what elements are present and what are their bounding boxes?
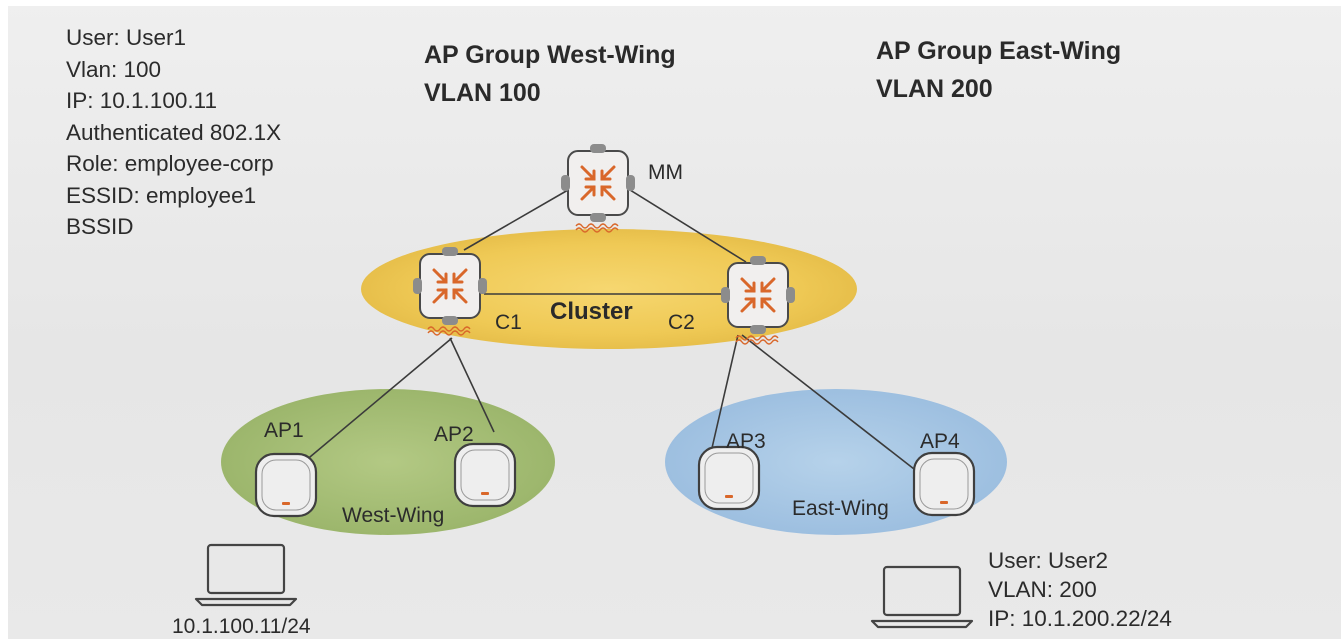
user1-essid: ESSID: employee1 <box>66 182 257 208</box>
cluster-label: Cluster <box>550 298 633 325</box>
ap2-label: AP2 <box>434 423 474 446</box>
c2-label: C2 <box>668 311 695 334</box>
ap3-label: AP3 <box>726 430 766 453</box>
ap1-icon <box>254 452 318 518</box>
mm-controller-icon <box>559 142 637 234</box>
laptop1-ip: 10.1.100.11/24 <box>172 615 311 638</box>
user1-vlan: Vlan: 100 <box>66 56 162 82</box>
west-group-vlan: VLAN 100 <box>424 79 541 107</box>
west-wing-label: West-Wing <box>342 504 445 527</box>
user1-role: Role: employee-corp <box>66 151 274 176</box>
user1-auth: Authenticated 802.1X <box>66 119 282 145</box>
network-links <box>297 189 915 470</box>
east-wing-label: East-Wing <box>792 497 889 520</box>
ap4-icon <box>912 451 976 517</box>
user1-info: User: User1 Vlan: 100 IP: 10.1.100.11 Au… <box>66 22 281 243</box>
ap2-icon <box>453 442 517 508</box>
ap4-label: AP4 <box>920 430 960 453</box>
user2-user: User: User2 <box>988 548 1109 573</box>
west-group-heading: AP Group West-Wing VLAN 100 <box>424 36 676 112</box>
east-group-title: AP Group East-Wing <box>876 37 1122 65</box>
east-group-heading: AP Group East-Wing VLAN 200 <box>876 32 1121 108</box>
c1-label: C1 <box>495 311 522 334</box>
east-group-vlan: VLAN 200 <box>876 75 993 103</box>
mm-label: MM <box>648 161 683 184</box>
user1-ip: IP: 10.1.100.11 <box>66 88 217 113</box>
laptop2-icon <box>870 565 974 629</box>
user2-info: User: User2 VLAN: 200 IP: 10.1.200.22/24 <box>988 546 1172 633</box>
user2-ip: IP: 10.1.200.22/24 <box>988 606 1172 631</box>
user1-user: User: User1 <box>66 25 187 50</box>
user2-vlan: VLAN: 200 <box>988 577 1097 602</box>
ap1-label: AP1 <box>264 419 304 442</box>
west-group-title: AP Group West-Wing <box>424 41 676 69</box>
laptop1-icon <box>194 543 298 607</box>
ap3-icon <box>697 445 761 511</box>
user1-bssid: BSSID <box>66 214 134 239</box>
